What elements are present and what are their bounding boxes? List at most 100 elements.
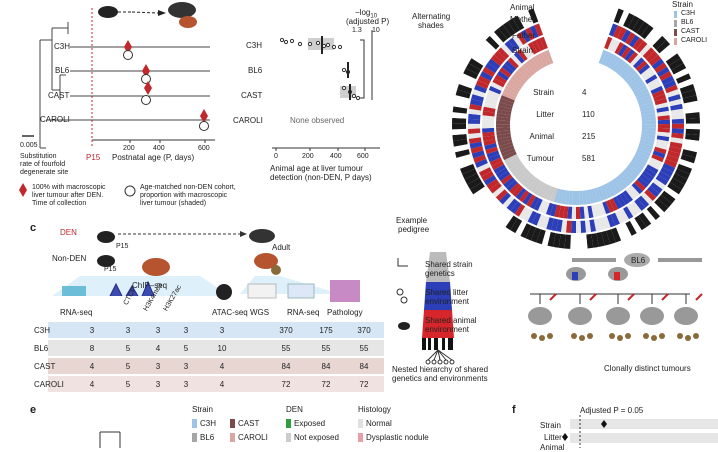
ring-segment (654, 62, 667, 74)
ring-segment (498, 24, 512, 40)
ring-segment (497, 136, 512, 143)
count-label: Strain (533, 88, 554, 97)
ring-segment (596, 232, 605, 247)
panel-letter-e: e (30, 404, 37, 416)
liver-icon (254, 253, 278, 269)
neglog-sub: 10 (370, 13, 378, 20)
tick-label: 600 (198, 145, 210, 152)
strain-label: CAROLI (233, 116, 263, 125)
ring-segment (627, 51, 639, 64)
x-axis-label: Animal age at liver tumour (270, 164, 363, 173)
ring-segment (509, 182, 521, 195)
ring-segment (545, 49, 554, 65)
ring-segment (556, 219, 563, 232)
ring-segment (507, 18, 520, 34)
legend-label: Not exposed (294, 433, 339, 442)
ring-segment (646, 164, 659, 174)
ring-segment (654, 98, 668, 106)
table-cell: 72 (321, 380, 331, 389)
ring-segment (455, 149, 470, 158)
ring-segment (643, 167, 657, 178)
ring-segment (546, 186, 555, 201)
table-cell: 3 (183, 326, 189, 335)
ring-segment (657, 110, 670, 117)
ring-segment (557, 189, 564, 204)
ring-segment (627, 164, 641, 176)
ring-segment (623, 206, 634, 220)
ring-segment (462, 168, 478, 180)
legend-label: Exposed (294, 419, 326, 428)
ring-segment (452, 128, 467, 136)
ring-segment (521, 173, 534, 187)
ring-segment (482, 115, 495, 121)
ring-segment (491, 160, 505, 171)
ring-segment (617, 27, 627, 41)
ring-segment (452, 123, 467, 130)
fan-shape (52, 276, 230, 296)
ring-segment (525, 60, 538, 74)
ring-segment (614, 60, 627, 74)
ring-segment (608, 180, 619, 195)
count-label: Animal (529, 132, 554, 141)
ring-segment (515, 187, 527, 200)
ring-segment (647, 78, 660, 88)
ring-segment (619, 64, 632, 78)
ring-segment (628, 34, 640, 48)
count-label: Tumour (526, 154, 554, 163)
ring-segment (585, 189, 591, 205)
ring-segment (657, 171, 671, 182)
legend-text: liver tumour (shaded) (140, 200, 207, 207)
mouse-icon (98, 6, 118, 18)
ring-segment (482, 123, 495, 129)
ring-segment (527, 42, 538, 55)
ring-segment (607, 54, 617, 69)
ring-segment (526, 194, 536, 207)
nested-caption: genetics and environments (392, 374, 488, 383)
ring-segment (533, 198, 543, 211)
ring-segment (657, 194, 672, 208)
ring-segment (532, 212, 542, 226)
ring-segment (510, 75, 524, 87)
ring-segment (512, 34, 524, 48)
ring-segment (485, 93, 499, 102)
threshold-label: Adjusted P = 0.05 (580, 406, 644, 415)
rnaseq-icon (62, 286, 86, 296)
ring-segment (640, 67, 653, 78)
ring-segment (541, 51, 551, 66)
ring-segment (666, 89, 680, 98)
ring-segment (478, 44, 493, 58)
ring-segment (519, 190, 530, 203)
table-cell: 3 (183, 362, 189, 371)
legend-label: C3H (681, 10, 696, 17)
circos-plot (452, 8, 700, 249)
ring-segment (503, 88, 518, 98)
ring-segment (638, 98, 653, 107)
ring-segment (483, 198, 498, 213)
ring-segment (491, 205, 506, 221)
ring-label: Strain (512, 46, 533, 55)
strain-label: CAST (48, 91, 70, 100)
ring-segment (650, 202, 665, 217)
ring-segment (639, 102, 654, 110)
ring-segment (664, 186, 679, 200)
ring-segment (668, 58, 684, 71)
strain-label: BL6 (248, 66, 263, 75)
ring-segment (639, 173, 652, 185)
ring-segment (619, 192, 630, 205)
rnaseq-icon (287, 283, 315, 299)
ring-segment (516, 169, 530, 182)
strain-label: CAST (241, 91, 263, 100)
ring-segment (613, 25, 623, 39)
ring-segment (517, 67, 531, 80)
ring-segment (483, 106, 496, 113)
ring-segment (587, 205, 594, 219)
ring-segment (671, 123, 684, 129)
pathology-image (330, 280, 360, 302)
ring-segment (501, 91, 517, 101)
legend-swatch (674, 38, 677, 45)
ring-segment (453, 100, 469, 109)
threshold-label: 10 (372, 27, 380, 34)
ring-segment (605, 199, 615, 213)
ring-segment (454, 95, 470, 104)
ring-segment (608, 23, 618, 37)
